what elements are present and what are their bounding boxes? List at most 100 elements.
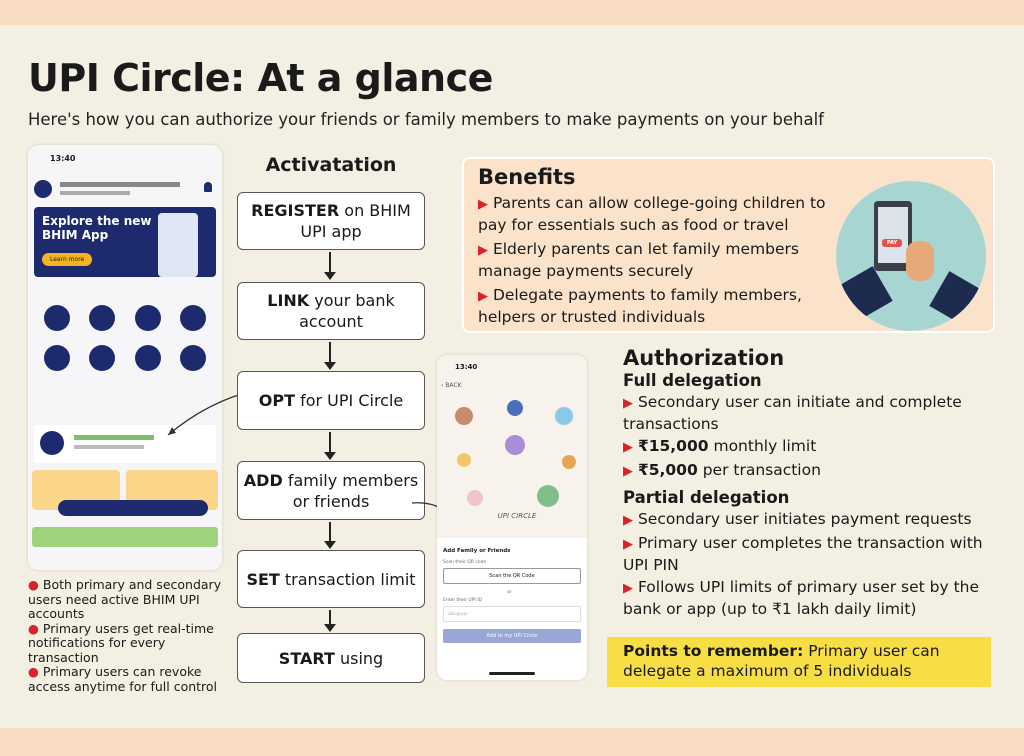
member-avatar bbox=[455, 407, 473, 425]
step-keyword: START bbox=[278, 648, 335, 668]
full-delegation-heading: Full delegation bbox=[623, 371, 762, 390]
arrow-icon bbox=[324, 342, 336, 370]
page-subtitle: Here's how you can authorize your friend… bbox=[28, 110, 824, 129]
points-to-remember: Points to remember: Primary user can del… bbox=[607, 637, 991, 687]
bullet-icon: ● bbox=[28, 577, 39, 592]
authorization-heading: Authorization bbox=[623, 346, 785, 370]
member-avatar bbox=[505, 435, 525, 455]
account-name bbox=[60, 182, 180, 187]
upi-id bbox=[60, 191, 130, 195]
step-opt: OPT for UPI Circle bbox=[237, 371, 425, 430]
step-text: for UPI Circle bbox=[294, 391, 404, 410]
upi-circle-screenshot: 13:40 ‹ BACK UPI CIRCLE Add Family or Fr… bbox=[437, 355, 587, 680]
or-separator: or bbox=[507, 590, 512, 595]
benefits-panel: Benefits ▶ Parents can allow college-goi… bbox=[462, 157, 995, 333]
page-title: UPI Circle: At a glance bbox=[28, 56, 493, 100]
benefit-item: ▶ Elderly parents can let family members… bbox=[478, 240, 799, 280]
authorization-section: Authorization Full delegation ▶ Secondar… bbox=[623, 346, 1003, 619]
send-to-mobile-icon[interactable] bbox=[43, 305, 70, 331]
arrow-icon bbox=[324, 252, 336, 280]
upi-circle-card[interactable] bbox=[34, 425, 216, 463]
avatar bbox=[34, 180, 52, 198]
check-balance-icon[interactable] bbox=[43, 345, 70, 371]
notification-banner[interactable] bbox=[32, 527, 218, 547]
partial-delegation-heading: Partial delegation bbox=[623, 488, 790, 507]
notes-list: ● Both primary and secondary users need … bbox=[28, 577, 238, 694]
arrow-icon bbox=[324, 610, 336, 632]
points-label: Points to remember: bbox=[623, 642, 804, 660]
upi-id-label: Enter their UPI ID bbox=[443, 598, 482, 603]
benefit-item: ▶ Parents can allow college-going childr… bbox=[478, 194, 826, 234]
member-avatar bbox=[555, 407, 573, 425]
member-avatar bbox=[467, 490, 483, 506]
step-set: SET transaction limit bbox=[237, 550, 425, 608]
upi-id-input[interactable]: abc@upi bbox=[443, 606, 581, 622]
banner-text: Explore the new BHIM App bbox=[42, 214, 152, 242]
bhim-app-screenshot: 13:40 Explore the new BHIM App Learn mor… bbox=[28, 145, 222, 570]
bullet-icon: ● bbox=[28, 620, 39, 636]
phone-payment-illustration: PAY bbox=[836, 181, 986, 331]
bullet-icon: ● bbox=[28, 664, 39, 679]
auth-item: ▶ Primary user completes the transaction… bbox=[623, 534, 983, 574]
step-link: LINK your bank account bbox=[237, 282, 425, 340]
step-add: ADD family members or friends bbox=[237, 461, 425, 520]
promo-banner[interactable]: Explore the new BHIM App Learn more bbox=[34, 207, 216, 277]
benefit-item: ▶ Delegate payments to family members, h… bbox=[478, 286, 802, 326]
auth-item: ▶ Follows UPI limits of primary user set… bbox=[623, 578, 980, 618]
step-text: transaction limit bbox=[279, 569, 416, 589]
triangle-bullet-icon: ▶ bbox=[478, 289, 488, 304]
member-avatar bbox=[457, 453, 471, 467]
add-member-form: Add Family or Friends Scan their QR code… bbox=[437, 538, 587, 680]
add-to-circle-button[interactable]: Add to my UPI Circle bbox=[443, 629, 581, 643]
bottom-band bbox=[0, 728, 1024, 756]
points-text: Primary user can delegate a maximum of 5… bbox=[623, 642, 940, 680]
auth-item: ▶ ₹15,000 monthly limit bbox=[623, 437, 817, 455]
benefits-heading: Benefits bbox=[478, 165, 576, 189]
step-keyword: SET bbox=[246, 569, 280, 589]
step-text: your bank account bbox=[299, 291, 395, 331]
triangle-bullet-icon: ▶ bbox=[478, 197, 488, 212]
arrow-icon bbox=[324, 432, 336, 460]
member-avatar bbox=[562, 455, 576, 469]
step-text: using bbox=[334, 648, 384, 668]
note-item: ● Both primary and secondary users need … bbox=[28, 577, 222, 621]
request-money-icon[interactable] bbox=[89, 345, 116, 371]
history-icon[interactable] bbox=[180, 345, 207, 371]
status-time: 13:40 bbox=[455, 363, 478, 371]
form-title: Add Family or Friends bbox=[443, 548, 511, 554]
status-time: 13:40 bbox=[50, 154, 76, 163]
member-avatar bbox=[507, 400, 523, 416]
step-keyword: LINK bbox=[267, 291, 310, 310]
upi-circle-logo: UPI CIRCLE bbox=[497, 512, 537, 520]
auth-item: ▶ Secondary user initiates payment reque… bbox=[623, 510, 972, 528]
qr-code-icon[interactable] bbox=[180, 305, 207, 331]
step-text: family members or friends bbox=[282, 470, 419, 511]
bottom-nav[interactable] bbox=[58, 500, 208, 516]
learn-more-button[interactable]: Learn more bbox=[42, 253, 93, 266]
arrow-icon bbox=[324, 522, 336, 549]
step-register: REGISTER on BHIM UPI app bbox=[237, 192, 425, 250]
flow-heading: Activatation bbox=[265, 154, 397, 176]
scan-label: Scan their QR code bbox=[443, 560, 487, 565]
back-button[interactable]: ‹ BACK bbox=[441, 382, 462, 389]
quick-actions-grid bbox=[34, 305, 216, 371]
step-keyword: ADD bbox=[243, 470, 283, 490]
auth-item: ▶ ₹5,000 per transaction bbox=[623, 461, 821, 479]
approve-to-pay-icon[interactable] bbox=[134, 305, 161, 331]
member-avatar bbox=[537, 485, 559, 507]
scan-qr-button[interactable]: Scan the QR Code bbox=[443, 568, 581, 584]
bell-icon[interactable] bbox=[204, 182, 212, 192]
phone-illustration bbox=[158, 213, 198, 277]
triangle-bullet-icon: ▶ bbox=[478, 243, 488, 258]
step-start: START using bbox=[237, 633, 425, 683]
note-item: ● Primary users get real-time notificati… bbox=[28, 620, 214, 665]
top-band bbox=[0, 0, 1024, 25]
home-indicator bbox=[489, 672, 535, 675]
step-keyword: OPT bbox=[258, 391, 295, 410]
step-text: on BHIM UPI app bbox=[300, 201, 411, 241]
ipo-icon[interactable] bbox=[134, 345, 161, 371]
step-keyword: REGISTER bbox=[251, 201, 340, 220]
auth-item: ▶ Secondary user can initiate and comple… bbox=[623, 393, 962, 433]
send-to-bank-icon[interactable] bbox=[89, 305, 116, 331]
note-item: ● Primary users can revoke access anytim… bbox=[28, 664, 218, 694]
